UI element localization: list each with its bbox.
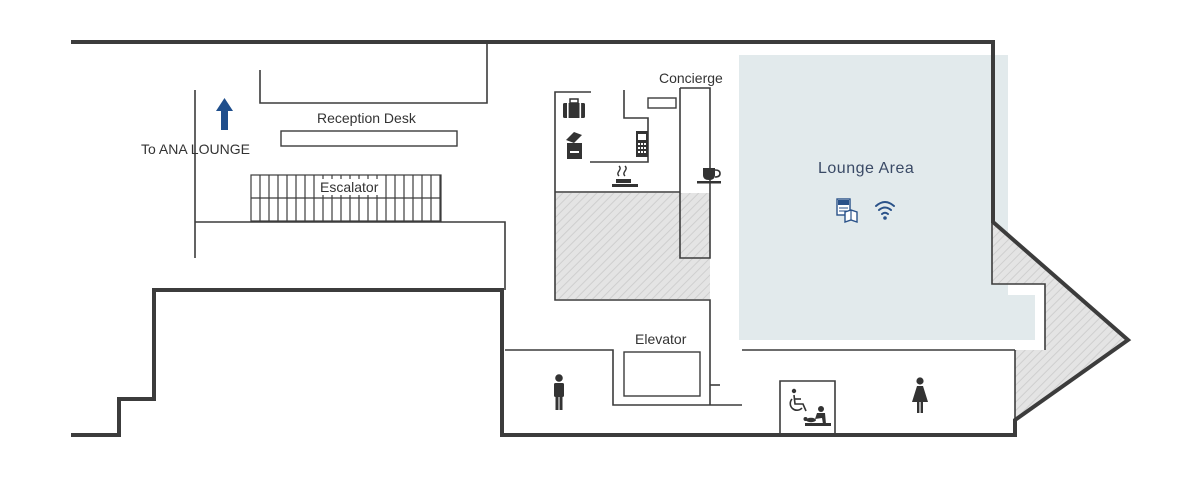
wifi-icon [875, 201, 895, 220]
coffee-icon [697, 168, 721, 184]
lounge-area-label: Lounge Area [818, 160, 915, 177]
wedge-hatched-zone [992, 222, 1128, 420]
to-ana-lounge-label[interactable]: To ANA LOUNGE [141, 141, 250, 157]
outer-walls [71, 40, 1132, 437]
lounge-area-extension [980, 295, 1035, 340]
elevator[interactable] [623, 351, 701, 397]
woman-icon [912, 377, 928, 413]
arrow-up-icon[interactable] [216, 98, 233, 130]
wheelchair-icon [789, 388, 807, 412]
reception-desk-label: Reception Desk [317, 110, 416, 126]
newspaper-icon [836, 198, 858, 223]
luggage-icon [563, 98, 585, 118]
phone-icon [636, 131, 648, 157]
interior-walls [194, 42, 1046, 435]
concierge-label: Concierge [659, 70, 723, 86]
baby-changing-icon [803, 406, 831, 426]
lounge-area[interactable] [739, 55, 1008, 340]
man-icon [554, 374, 564, 410]
escalator-label: Escalator [318, 179, 381, 195]
service-hatched-zone [555, 193, 710, 299]
reception-desk[interactable] [280, 130, 458, 147]
copier-icon [566, 132, 582, 159]
concierge-counter[interactable] [647, 97, 677, 109]
smoking-icon [612, 165, 638, 187]
elevator-label: Elevator [635, 331, 687, 347]
